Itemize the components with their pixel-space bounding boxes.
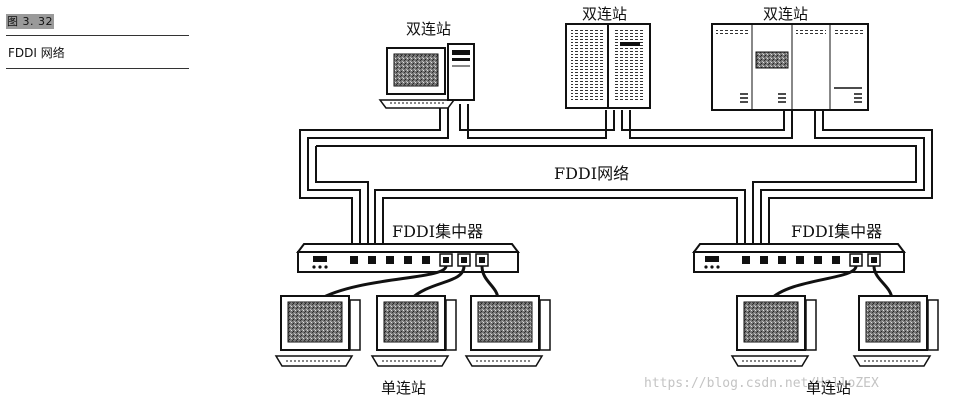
concentrator-right-icon <box>692 243 906 273</box>
single-station-right-label: 单连站 <box>806 379 852 397</box>
ring-outer <box>299 104 933 244</box>
fddi-dual-ring <box>299 104 933 244</box>
dual-station-mainframe-icon <box>711 23 869 111</box>
single-station-pc-icon-4 <box>730 295 817 367</box>
fddi-ring-label: FDDI网络 <box>550 160 634 184</box>
single-station-pc-icon-5 <box>852 295 939 367</box>
ring-inner <box>307 104 925 244</box>
figure-title: FDDI 网络 <box>8 46 65 60</box>
concentrator-left-label: FDDI集中器 <box>390 218 486 242</box>
single-station-pc-icon-3 <box>464 295 551 367</box>
dual-station-right-label: 双连站 <box>763 5 809 23</box>
dual-station-pc-icon <box>378 43 475 109</box>
dual-station-left-label: 双连站 <box>406 20 452 38</box>
caption-top-rule <box>6 35 189 36</box>
figure-number-badge: 图 3. 32 <box>6 14 54 29</box>
concentrator-right-label: FDDI集中器 <box>789 218 885 242</box>
single-station-pc-icon-2 <box>370 295 457 367</box>
caption-bottom-rule <box>6 68 189 69</box>
dual-station-server-icon <box>565 23 651 109</box>
concentrator-left-icon <box>296 243 520 273</box>
dual-station-middle-label: 双连站 <box>582 5 628 23</box>
single-station-left-label: 单连站 <box>381 379 427 397</box>
watermark: https://blog.csdn.net/HelloZEX <box>644 376 879 391</box>
single-station-pc-icon-1 <box>274 295 361 367</box>
